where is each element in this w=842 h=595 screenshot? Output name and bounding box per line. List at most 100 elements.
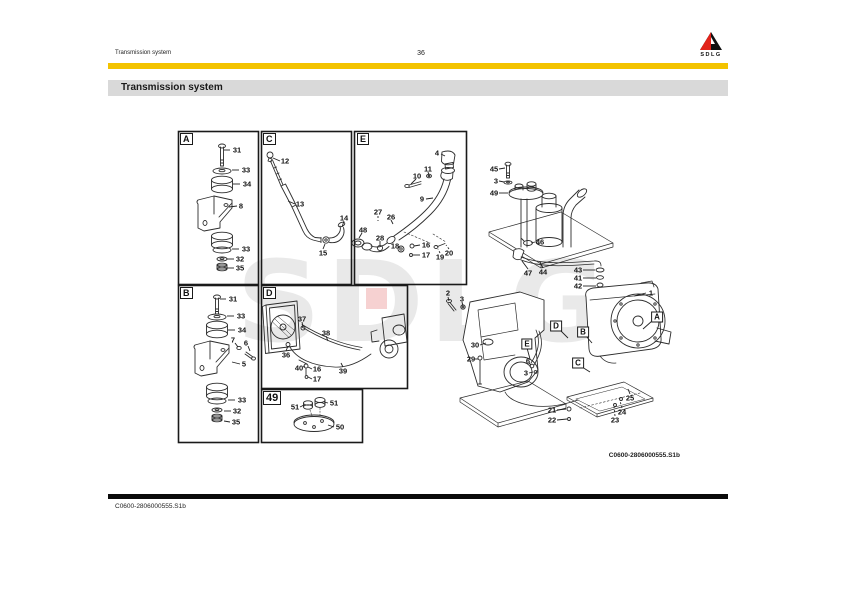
leader-line — [307, 376, 313, 380]
callout-28: 28 — [375, 233, 385, 243]
callout-35: 35 — [231, 417, 241, 427]
callout-17: 17 — [421, 250, 431, 260]
leader-line — [247, 345, 251, 352]
sdlg-logo: SDLG — [697, 31, 725, 58]
leader-line — [323, 401, 329, 404]
callout-3: 3 — [459, 294, 465, 304]
panel-d-art — [262, 300, 408, 379]
leader-line — [340, 362, 344, 368]
ref-box-c: C — [572, 357, 584, 369]
leader-line — [223, 420, 231, 423]
leader-line — [642, 320, 653, 330]
main-housing-art — [446, 291, 579, 428]
leader-line — [287, 200, 296, 205]
leader-line — [427, 171, 430, 176]
logo-triangle-icon — [700, 32, 722, 50]
panel-label-c: C — [263, 133, 276, 145]
diagram-ref-code: C0600-2806000555.S1b — [608, 452, 680, 459]
leader-line — [437, 248, 441, 254]
callout-13: 13 — [295, 199, 305, 209]
callout-35: 35 — [235, 263, 245, 273]
leader-line — [498, 180, 505, 183]
callout-18: 18 — [390, 241, 400, 251]
callout-5: 5 — [241, 359, 247, 369]
leader-line — [413, 244, 421, 247]
callout-7: 7 — [230, 335, 236, 345]
leader-line — [228, 205, 238, 208]
callout-27: 27 — [373, 207, 383, 217]
leader-line — [390, 219, 394, 225]
ref-box-b: B — [577, 326, 589, 338]
leader-line — [234, 342, 239, 348]
callout-6: 6 — [525, 356, 531, 366]
panel-a-art — [196, 143, 233, 272]
leader-line — [526, 347, 531, 360]
callout-16: 16 — [312, 364, 322, 374]
callout-33: 33 — [241, 165, 251, 175]
callout-34: 34 — [237, 325, 247, 335]
callout-33: 33 — [241, 244, 251, 254]
callout-9: 9 — [419, 194, 425, 204]
callout-3: 3 — [493, 176, 499, 186]
callout-8: 8 — [238, 201, 244, 211]
panel-label-a: A — [180, 133, 193, 145]
leader-line — [299, 404, 305, 408]
callout-15: 15 — [318, 248, 328, 258]
leader-line — [397, 246, 401, 249]
callout-34: 34 — [242, 179, 252, 189]
callout-47: 47 — [523, 268, 533, 278]
main-transmission-art — [585, 280, 672, 364]
callout-10: 10 — [412, 171, 422, 181]
leader-line — [327, 424, 335, 428]
leader-line — [302, 365, 306, 368]
leader-line — [633, 292, 647, 297]
callout-19: 19 — [435, 252, 445, 262]
leader-line — [358, 232, 363, 239]
callout-30: 30 — [470, 340, 480, 350]
callout-25: 25 — [625, 393, 635, 403]
callout-37: 37 — [297, 314, 307, 324]
callout-51: 51 — [329, 398, 339, 408]
leader-line — [498, 167, 506, 170]
leader-line — [528, 371, 534, 374]
leader-line — [619, 400, 623, 409]
footer-doc-code: C0600-2806000555.S1b — [115, 503, 186, 510]
leader-line — [556, 418, 568, 421]
callout-38: 38 — [321, 328, 331, 338]
footer-rule — [108, 494, 728, 499]
leader-line — [410, 178, 417, 185]
leader-line — [285, 345, 289, 352]
callout-17: 17 — [312, 374, 322, 384]
leader-line — [539, 261, 544, 269]
callout-46: 46 — [535, 237, 545, 247]
callout-39: 39 — [338, 366, 348, 376]
header-section-title: Transmission system — [115, 50, 172, 56]
leader-line — [613, 406, 616, 417]
callout-6: 6 — [243, 338, 249, 348]
callout-3: 3 — [523, 368, 529, 378]
callout-40: 40 — [294, 363, 304, 373]
callout-14: 14 — [339, 213, 349, 223]
leader-line — [322, 243, 326, 250]
watermark-square — [366, 288, 387, 309]
callout-33: 33 — [236, 311, 246, 321]
callout-31: 31 — [232, 145, 242, 155]
ref-box-d: D — [550, 320, 562, 332]
leader-line — [528, 362, 532, 366]
leader-line — [461, 301, 464, 307]
leader-line — [272, 157, 281, 162]
callout-41: 41 — [573, 273, 583, 283]
callout-32: 32 — [232, 406, 242, 416]
panel-label-d: D — [263, 287, 276, 299]
panel-c-art — [266, 151, 346, 244]
callout-50: 50 — [335, 422, 345, 432]
callout-4: 4 — [434, 148, 440, 158]
callout-26: 26 — [386, 212, 396, 222]
callout-1: 1 — [648, 288, 654, 298]
main-guard-plate-art — [566, 381, 654, 421]
callout-33: 33 — [237, 395, 247, 405]
leader-line — [556, 408, 567, 411]
callout-24: 24 — [617, 407, 627, 417]
